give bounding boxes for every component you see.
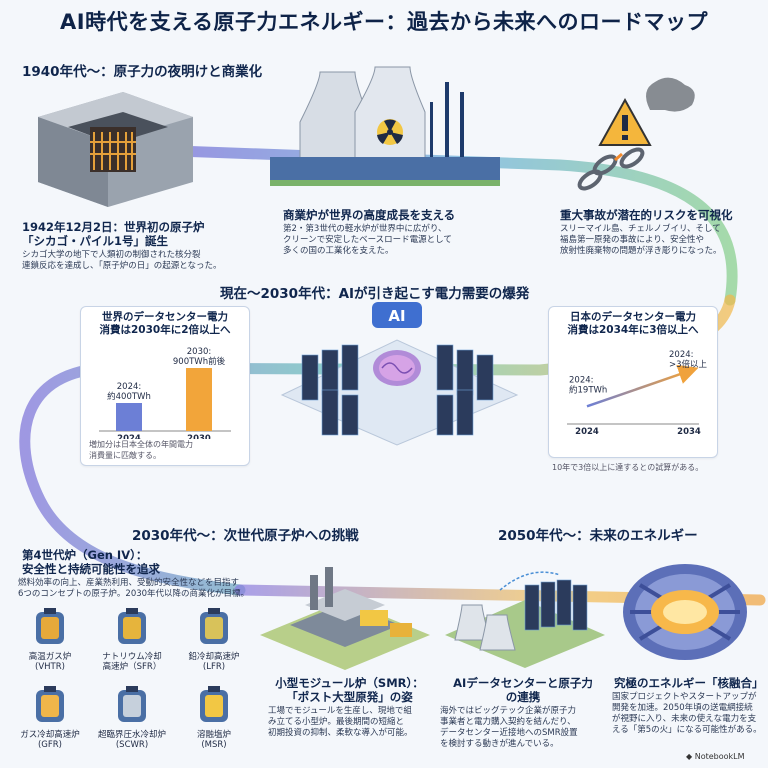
chicago-pile-illustration	[38, 92, 193, 207]
reactor-name: ナトリウム冷却	[102, 652, 162, 662]
bar-label-2030-line2: 900TWh前後	[173, 356, 226, 367]
accidents-body: スリーマイル島、チェルノブイリ、そして 福島第一原発の事故により、安全性や 放射…	[560, 224, 722, 256]
bar-axis-2024: 2024	[117, 434, 141, 439]
bar-label-2024-line2: 約400TWh	[107, 391, 151, 402]
ai-nuclear-link-illustration	[445, 571, 605, 668]
gen4-body: 燃料効率の向上、産業熱利用、受動的安全性などを目指す 6つのコンセプトの原子炉。…	[18, 578, 250, 599]
ai-link-title: AIデータセンターと原子力 の連携	[453, 676, 593, 704]
gen4-title: 第4世代炉（Gen IV）： 安全性と持続可能性を追求	[22, 548, 160, 576]
reactor-name: 超臨界圧水冷却炉	[97, 730, 166, 740]
era2-heading: 現在〜2030年代：AIが引き起こす電力需要の爆発	[220, 286, 530, 302]
notebook-icon: ◆	[686, 752, 693, 761]
world-card-note: 増加分は日本全体の年間電力 消費量に匹敵する。	[89, 440, 193, 460]
smr-factory-illustration	[260, 567, 430, 670]
gen4-reactor-item: ナトリウム冷却高速炉（SFR）	[92, 606, 172, 672]
ai-datacenter-illustration: AI	[280, 302, 519, 446]
reactor-abbr: 高速炉（SFR）	[102, 662, 162, 672]
world-card-title: 世界のデータセンター電力 消費は2030年に2倍以上へ	[99, 311, 231, 336]
era1-heading: 1940年代〜：原子力の夜明けと商業化	[22, 64, 263, 80]
commercial-body: 第2・第3世代の軽水炉が世界中に広がり、 クリーンで安定したベースロード電源とし…	[283, 224, 452, 256]
gen4-reactor-item: 鉛冷却高速炉(LFR)	[174, 606, 254, 672]
line-label-end-line2: >3倍以上	[669, 359, 708, 370]
reactor-icon	[36, 608, 64, 644]
gen4-reactor-item: 溶融塩炉(MSR)	[174, 684, 254, 750]
ai-link-body: 海外ではビッグテック企業が原子力 事業者と電力購入契約を結んだり、 データセンタ…	[440, 706, 578, 749]
page-title: AI時代を支える原子力エネルギー：過去から未来へのロードマップ	[60, 10, 708, 34]
fusion-tokamak-illustration	[623, 564, 747, 660]
commercial-reactor-illustration	[270, 66, 500, 186]
world-bar-chart: 2024: 約400TWh 2030: 900TWh前後 2024 2030	[99, 347, 231, 439]
fusion-title: 究極のエネルギー「核融合」	[614, 676, 764, 690]
gen4-reactor-item: 超臨界圧水冷却炉(SCWR)	[92, 684, 172, 750]
bar-label-2024-line1: 2024:	[117, 382, 142, 392]
reactor-icon	[200, 686, 228, 722]
japan-card-title: 日本のデータセンター電力 消費は2034年に3倍以上へ	[567, 311, 699, 336]
bar-2030	[186, 368, 212, 431]
gen4-reactor-item: ガス冷却高速炉(GFR)	[10, 684, 90, 750]
bar-axis-2030: 2030	[187, 434, 211, 439]
era4-heading: 2050年代〜：未来のエネルギー	[498, 528, 698, 544]
reactor-abbr: (LFR)	[202, 662, 226, 672]
reactor-icon	[200, 608, 228, 644]
brand-logo: ◆ NotebookLM	[686, 752, 745, 761]
bar-label-2030-line1: 2030:	[187, 347, 212, 357]
reactor-icon	[36, 686, 64, 722]
line-axis-2024: 2024	[575, 427, 599, 437]
line-label-end-line1: 2024:	[669, 350, 694, 360]
reactor-name: 鉛冷却高速炉	[188, 652, 240, 662]
reactor-abbr: (SCWR)	[115, 740, 149, 750]
gen4-reactor-item: 高温ガス炉(VHTR)	[10, 606, 90, 672]
japan-datacenter-card: 日本のデータセンター電力 消費は2034年に3倍以上へ 2024: 約19TWh…	[548, 306, 718, 458]
chicago-body: シカゴ大学の地下で人類初の制御された核分裂 連鎖反応を達成し、「原子炉の日」の起…	[22, 250, 222, 271]
line-label-start-line2: 約19TWh	[569, 384, 607, 395]
reactor-name: 高温ガス炉	[28, 652, 72, 662]
smr-title: 小型モジュール炉（SMR）： 「ポスト大型原発」の姿	[275, 676, 424, 704]
commercial-title: 商業炉が世界の高度成長を支える	[283, 208, 456, 222]
bar-2024	[116, 403, 142, 431]
line-axis-2034: 2034	[677, 427, 701, 437]
accident-warning-illustration	[577, 77, 695, 191]
chicago-title: 1942年12月2日：世界初の原子炉 「シカゴ・パイル1号」誕生	[22, 220, 205, 248]
reactor-name: ガス冷却高速炉	[20, 730, 80, 740]
japan-line-chart: 2024: 約19TWh 2024: >3倍以上 2024 2034	[567, 350, 708, 437]
fusion-body: 国家プロジェクトやスタートアップが 開発を加速。2050年頃の送電網接続 が視野…	[612, 692, 762, 735]
accidents-title: 重大事故が潜在的リスクを可視化	[560, 208, 733, 222]
reactor-abbr: (VHTR)	[35, 662, 65, 672]
reactor-abbr: (MSR)	[201, 740, 227, 750]
reactor-abbr: (GFR)	[37, 740, 62, 750]
smr-body: 工場でモジュールを生産し、現地で組 み立てる小型炉。最後期間の短縮と 初期投資の…	[268, 706, 413, 738]
japan-card-note: 10年で3倍以上に達するとの試算がある。	[552, 463, 704, 472]
line-label-start-line1: 2024:	[569, 375, 594, 385]
line-series	[586, 364, 699, 408]
reactor-icon	[118, 608, 146, 644]
ai-badge: AI	[388, 307, 405, 325]
reactor-name: 溶融塩炉	[196, 730, 231, 740]
reactor-icon	[118, 686, 146, 722]
world-datacenter-card: 世界のデータセンター電力 消費は2030年に2倍以上へ 2024: 約400TW…	[80, 306, 250, 466]
gen4-reactor-grid: 高温ガス炉(VHTR)ナトリウム冷却高速炉（SFR）鉛冷却高速炉(LFR)ガス冷…	[10, 606, 250, 766]
era3-heading: 2030年代〜：次世代原子炉への挑戦	[132, 528, 359, 544]
